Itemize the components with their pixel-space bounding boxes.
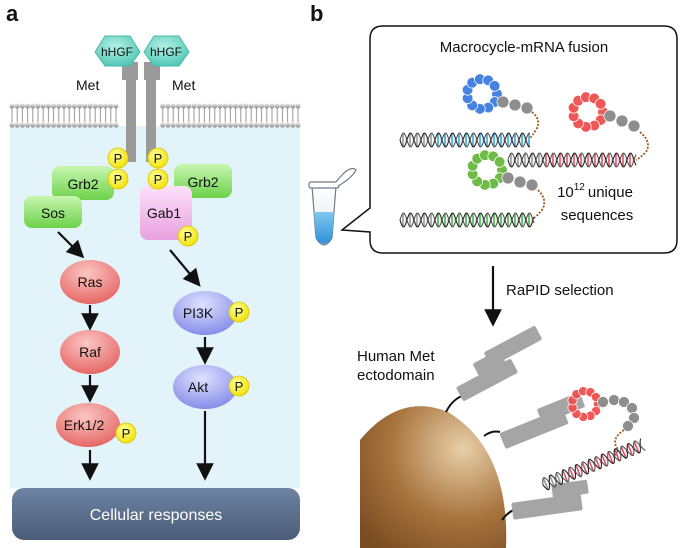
unique-word: unique <box>588 184 633 201</box>
raf-label: Raf <box>79 344 101 360</box>
arrow-gab1-pi3k <box>169 249 201 287</box>
svg-text:P: P <box>154 151 163 166</box>
phosphate-3: P <box>147 147 169 169</box>
phosphate-6: P <box>115 422 137 444</box>
grb2-left-label: Grb2 <box>67 176 98 192</box>
library-member-red <box>507 91 649 168</box>
hgf-right-label: hHGF <box>150 45 182 59</box>
erk-protein: Erk1/2 <box>56 403 120 447</box>
met-right-label: Met <box>172 77 195 93</box>
phosphate-7: P <box>228 301 250 323</box>
raf-protein: Raf <box>60 330 120 374</box>
library-member-blue <box>399 73 540 148</box>
phosphate-8: P <box>228 375 250 397</box>
gab1-protein: Gab1 <box>140 186 192 240</box>
bound-macrocycle-mrna <box>542 386 646 491</box>
cellular-responses-label: Cellular responses <box>90 507 223 524</box>
sos-protein: Sos <box>24 196 82 228</box>
phosphate-2: P <box>107 168 129 190</box>
panel-a: a hHGF hHGF Met Met Grb2 <box>6 1 301 540</box>
akt-label: Akt <box>188 379 208 395</box>
rapid-selection-label: RaPID selection <box>506 282 614 299</box>
target-label-line1: Human Met <box>357 348 435 365</box>
hgf-ligand-left: hHGF <box>94 35 141 67</box>
phosphate-5: P <box>177 225 199 247</box>
svg-text:P: P <box>184 229 193 244</box>
target-label-line2: ectodomain <box>357 367 435 384</box>
unique-count-base: 10 <box>557 184 574 201</box>
macrocycle-library <box>399 73 649 228</box>
tube-icon <box>308 167 357 246</box>
grb2-right-label: Grb2 <box>187 174 218 190</box>
svg-text:P: P <box>235 305 244 320</box>
box-title: Macrocycle-mRNA fusion <box>440 39 608 56</box>
cell-surface <box>360 406 507 548</box>
pi3k-label: PI3K <box>183 305 214 321</box>
met-left-label: Met <box>76 77 99 93</box>
library-box <box>340 25 678 254</box>
ras-protein: Ras <box>60 260 120 304</box>
hgf-ligand-right: hHGF <box>143 35 190 67</box>
ras-label: Ras <box>78 274 103 290</box>
gab1-label: Gab1 <box>147 205 181 221</box>
phosphate-1: P <box>107 147 129 169</box>
grb2-left-protein: Grb2 <box>52 166 114 200</box>
svg-text:P: P <box>114 151 123 166</box>
panel-b-letter: b <box>310 1 323 26</box>
svg-text:P: P <box>235 379 244 394</box>
pi3k-protein: PI3K <box>173 291 237 335</box>
svg-text:P: P <box>154 172 163 187</box>
cell-membrane <box>9 103 301 128</box>
sequences-label: sequences <box>561 207 634 224</box>
unique-count-exponent: 12 <box>574 182 586 193</box>
library-member-green <box>399 149 546 228</box>
bound-macrocycle-red <box>567 386 604 422</box>
erk-label: Erk1/2 <box>64 417 105 433</box>
macrocycle-blue <box>461 73 503 115</box>
pathway-arrows <box>57 231 214 481</box>
hgf-left-label: hHGF <box>101 45 133 59</box>
arrow-sos-ras <box>57 231 85 259</box>
cellular-responses-box: Cellular responses <box>12 488 300 540</box>
panel-a-letter: a <box>6 1 19 26</box>
svg-text:P: P <box>122 426 131 441</box>
met-ectodomain-cluster <box>360 326 646 548</box>
macrocycle-red <box>567 91 609 133</box>
svg-text:P: P <box>114 172 123 187</box>
phosphate-4: P <box>147 168 169 190</box>
sos-label: Sos <box>41 205 65 221</box>
akt-protein: Akt <box>173 365 237 409</box>
